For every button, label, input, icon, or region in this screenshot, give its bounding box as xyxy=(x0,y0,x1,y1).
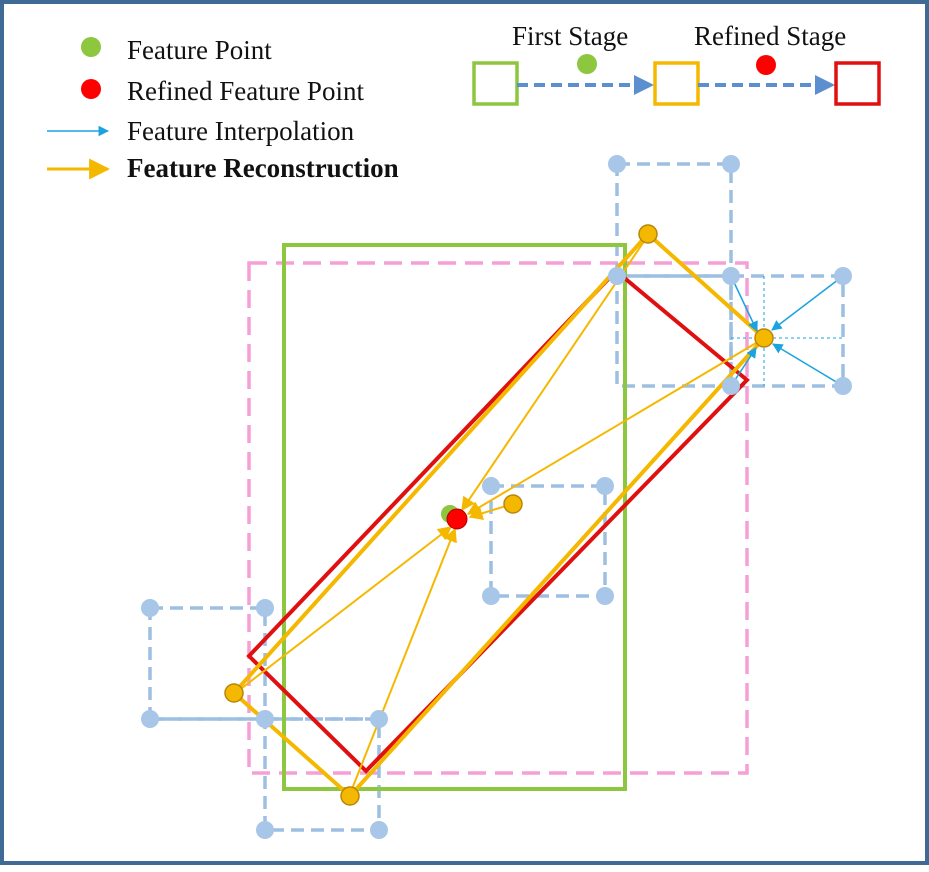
sampling-grid-top xyxy=(615,162,733,278)
grid-dot xyxy=(608,155,626,173)
sample-point-top xyxy=(638,224,658,244)
grid-dot xyxy=(608,267,626,285)
recon-arrow-bottom xyxy=(351,527,457,790)
refined-stage-point-icon xyxy=(756,55,776,75)
initial-box xyxy=(282,243,627,791)
recon-arrow-left xyxy=(241,526,453,689)
legend-feature-point-label: Feature Point xyxy=(127,35,272,65)
grid-dot xyxy=(722,155,740,173)
legend-feature-interpolation-label: Feature Interpolation xyxy=(127,116,355,146)
grid-dot xyxy=(596,587,614,605)
sample-point-left xyxy=(224,683,244,703)
grid-corner-dots xyxy=(141,155,852,839)
grid-dot xyxy=(722,267,740,285)
grid-dot xyxy=(834,377,852,395)
recon-arrow-right xyxy=(466,342,757,515)
refined-rotated-box xyxy=(246,268,750,774)
sampling-grid-bottom xyxy=(263,717,381,832)
grid-dot xyxy=(370,710,388,728)
grid-dot xyxy=(596,477,614,495)
interp-arrow-2 xyxy=(771,275,844,331)
sampling-grid-left xyxy=(148,606,267,721)
grid-dot xyxy=(722,377,740,395)
sample-point-right xyxy=(754,328,774,348)
horizontal-bounding-box xyxy=(247,261,749,775)
feature-point-legend-icon xyxy=(81,37,101,57)
sample-point-center xyxy=(503,494,523,514)
legend-refined-feature-point-label: Refined Feature Point xyxy=(127,76,364,106)
grid-dot xyxy=(141,710,159,728)
grid-dot xyxy=(482,477,500,495)
grid-dot xyxy=(141,599,159,617)
sampling-grid-right xyxy=(729,274,845,388)
reconstruction-arrows xyxy=(241,239,757,790)
grid-dot xyxy=(834,267,852,285)
refined-feature-point-legend-icon xyxy=(81,79,101,99)
refined-stage-label: Refined Stage xyxy=(694,21,846,51)
sampling-grids xyxy=(148,162,845,832)
legend-feature-reconstruction-label: Feature Reconstruction xyxy=(127,153,399,183)
sampled-feature-points xyxy=(224,224,774,806)
recon-arrow-center xyxy=(468,505,507,521)
interp-arrow-1 xyxy=(730,275,758,332)
grid-dot xyxy=(256,821,274,839)
stage-pipeline: First Stage Refined Stage xyxy=(472,21,881,106)
recon-arrow-top xyxy=(461,239,646,512)
first-stage-point-icon xyxy=(577,54,597,74)
sampling-grid-center xyxy=(489,484,607,598)
grid-dot xyxy=(256,710,274,728)
legend: Feature Point Refined Feature Point Feat… xyxy=(47,35,399,183)
interp-arrow-3 xyxy=(772,343,844,387)
grid-dot xyxy=(482,587,500,605)
first-stage-label: First Stage xyxy=(512,21,628,51)
refined-feature-point xyxy=(446,508,468,530)
grid-dot xyxy=(370,821,388,839)
refined-box-icon xyxy=(834,61,881,106)
sample-point-bottom xyxy=(340,786,360,806)
grid-dot xyxy=(256,599,274,617)
